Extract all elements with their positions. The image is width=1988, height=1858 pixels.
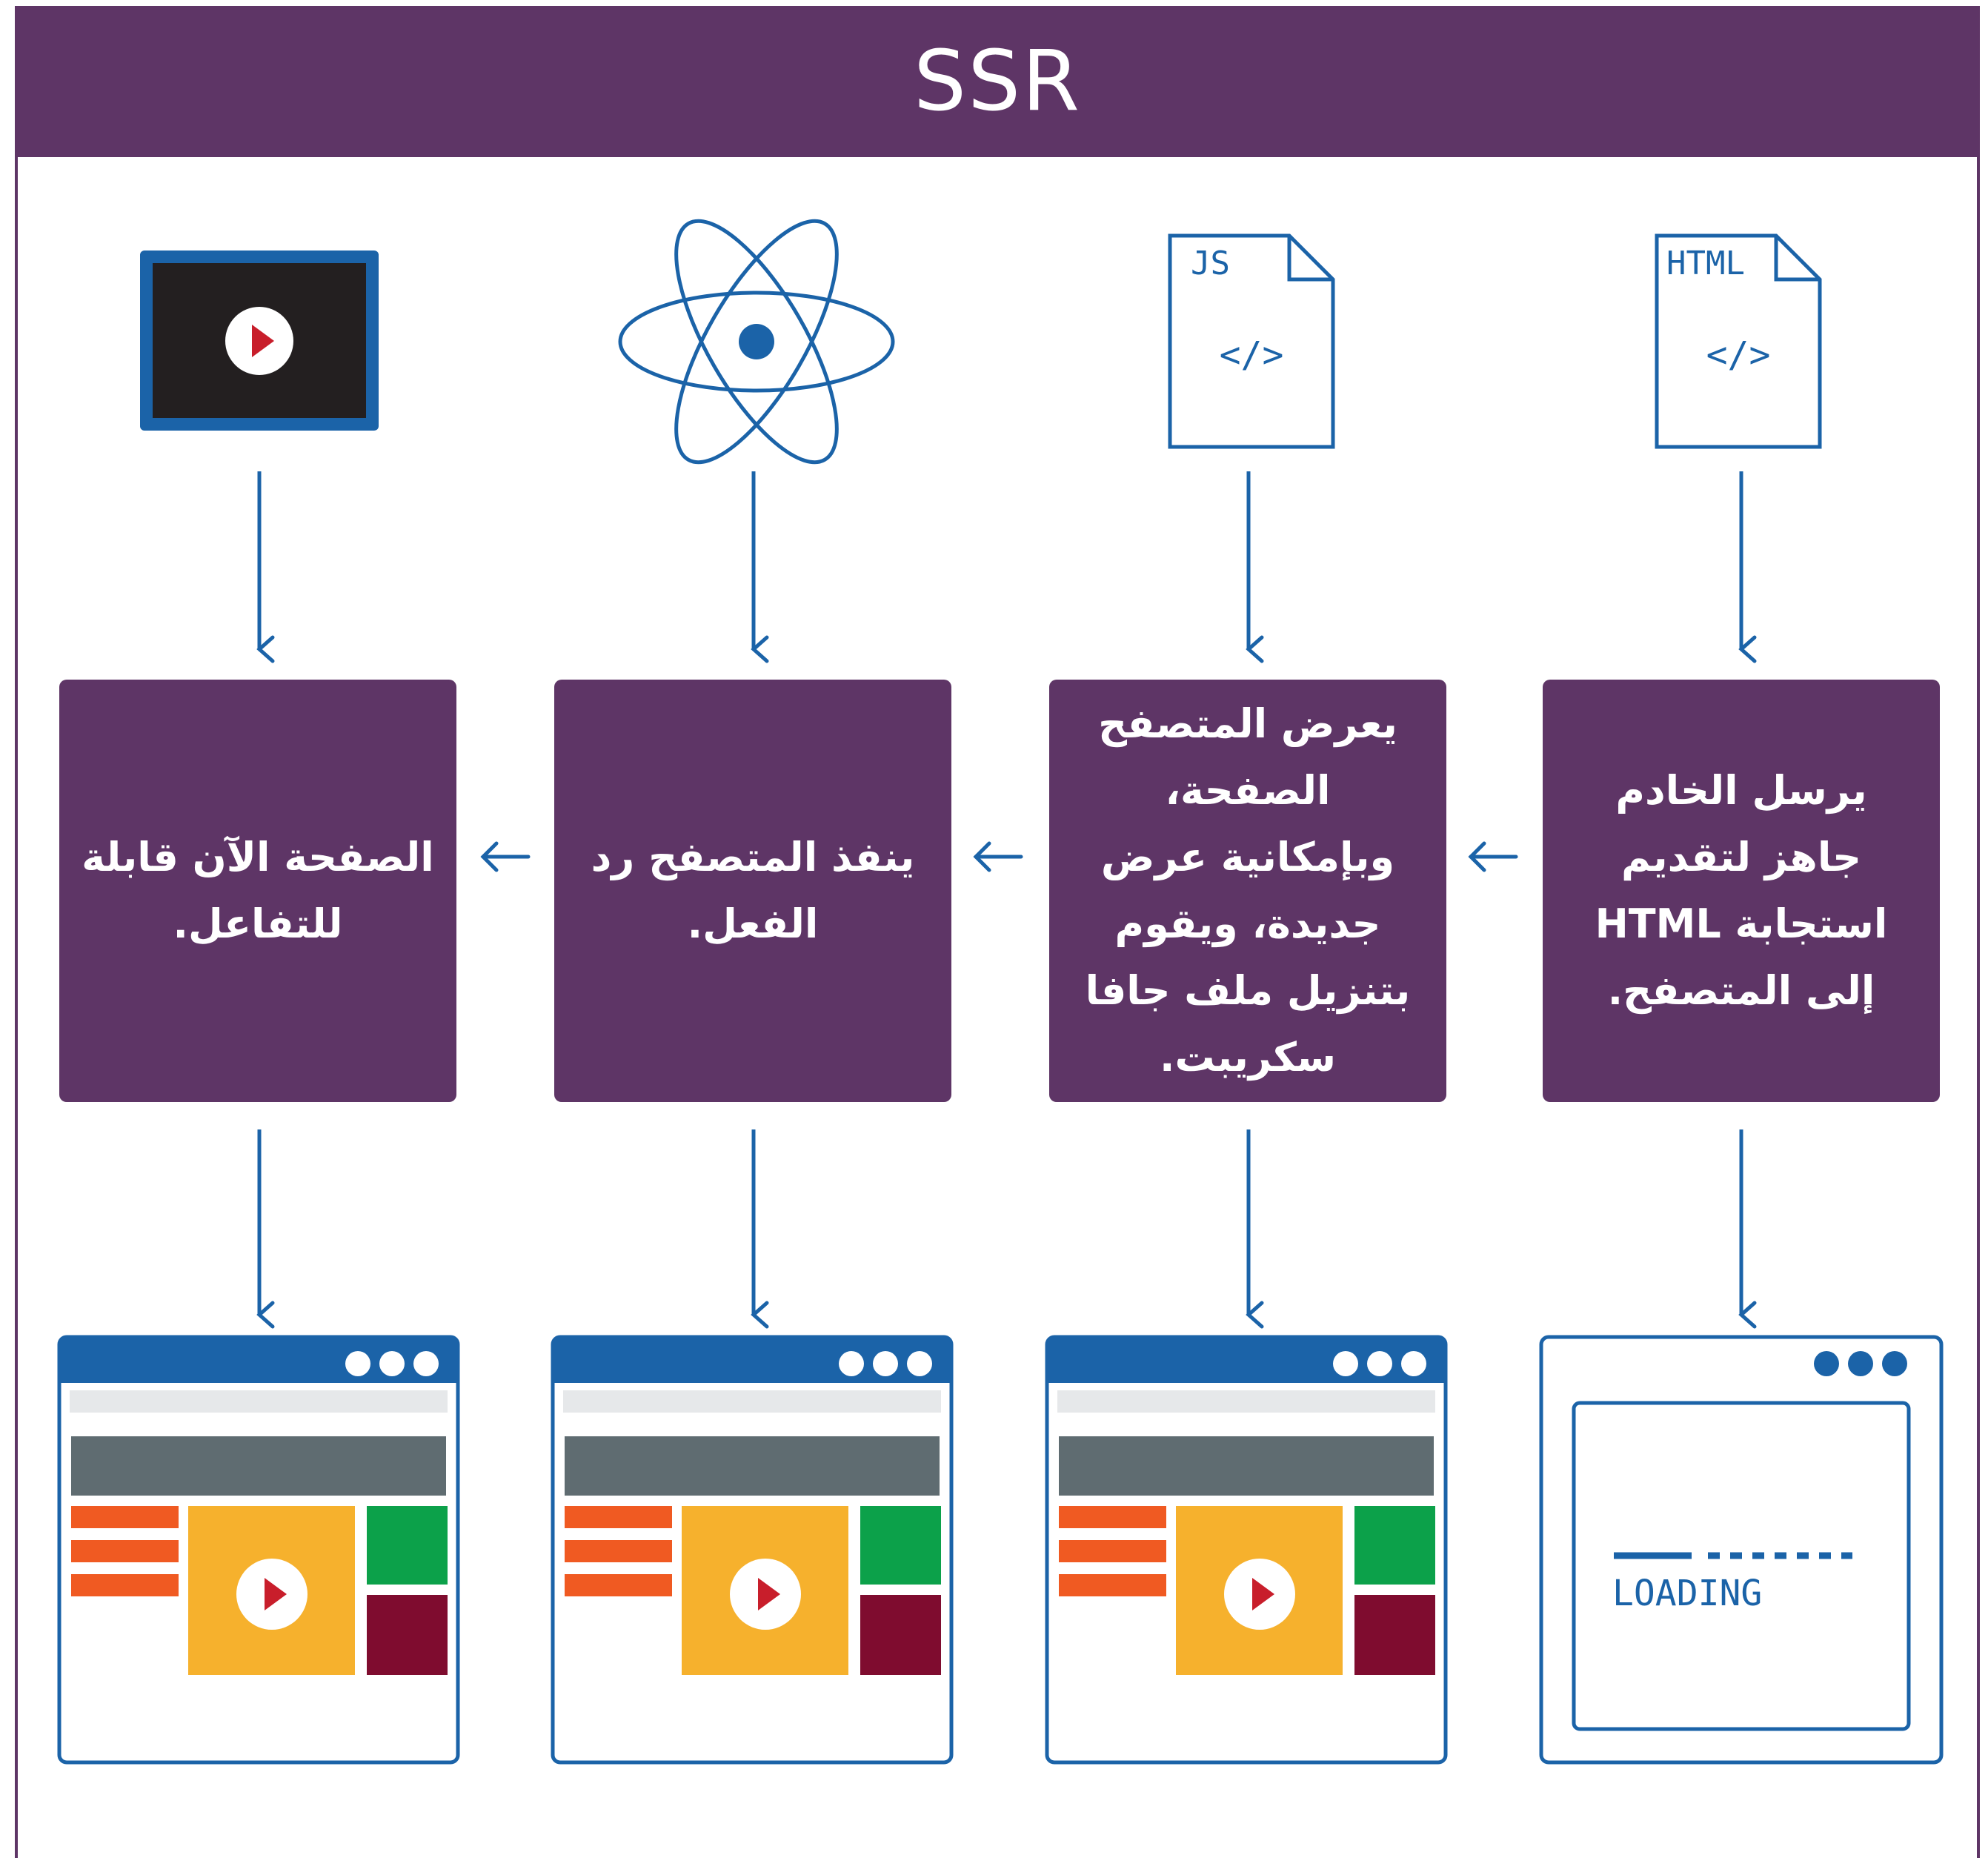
browser-window	[551, 1335, 954, 1765]
step-text-browser-execute: ينفذ المتصفح رد الفعل.	[591, 834, 915, 947]
down-arrows-top	[256, 471, 1757, 663]
loading-label: LOADING	[1612, 1573, 1762, 1614]
window-dot	[1882, 1351, 1907, 1376]
window-dot	[873, 1351, 898, 1376]
down-arrows-bottom	[256, 1129, 1757, 1329]
play-triangle-icon	[758, 1578, 780, 1610]
window-dot	[907, 1351, 932, 1376]
window-dot	[345, 1351, 370, 1376]
js-code-glyph: </>	[1220, 334, 1284, 376]
html-file-label: HTML	[1666, 245, 1745, 282]
maroon-block	[860, 1595, 941, 1675]
arrow-left	[480, 841, 531, 872]
page-header-block	[565, 1436, 940, 1496]
green-block	[367, 1506, 448, 1585]
step-box-server-send: يرسل الخادم جاهز لتقديم استجابة HTML إلى…	[1543, 680, 1940, 1102]
address-bar	[1057, 1390, 1435, 1413]
text-line-block	[565, 1574, 672, 1596]
maroon-block	[367, 1595, 448, 1675]
left-arrows	[480, 841, 1518, 872]
diagram-frame	[15, 6, 1980, 1858]
window-dot	[1401, 1351, 1426, 1376]
window-dot	[413, 1351, 439, 1376]
text-line-block	[1059, 1540, 1166, 1562]
page-header-block	[1059, 1436, 1434, 1496]
step-text-browser-render: يعرض المتصفح الصفحة، وبإمكانية عرض جديدة…	[1085, 700, 1411, 1081]
window-dot	[1333, 1351, 1358, 1376]
address-bar	[70, 1390, 448, 1413]
text-line-block	[565, 1540, 672, 1562]
text-line-block	[71, 1540, 179, 1562]
text-line-block	[1059, 1574, 1166, 1596]
step-box-page-interactive: الصفحة الآن قابلة للتفاعل.	[59, 680, 456, 1102]
html-code-glyph: </>	[1706, 334, 1771, 376]
page-header-block	[71, 1436, 446, 1496]
js-file-icon: JS </>	[1168, 233, 1335, 449]
js-file-label: JS	[1191, 245, 1230, 282]
browser-window	[57, 1335, 460, 1765]
green-block	[1354, 1506, 1435, 1585]
green-block	[860, 1506, 941, 1585]
window-dot	[1814, 1351, 1839, 1376]
react-atom-icon	[618, 219, 895, 465]
step-text-server-send: يرسل الخادم جاهز لتقديم استجابة HTML إلى…	[1595, 767, 1888, 1014]
step-box-browser-execute: ينفذ المتصفح رد الفعل.	[554, 680, 951, 1102]
arrow-left	[1468, 841, 1518, 872]
text-line-block	[1059, 1506, 1166, 1528]
browser-loading: LOADING	[1539, 1335, 1944, 1765]
text-line-block	[565, 1506, 672, 1528]
window-dot	[379, 1351, 405, 1376]
window-dot	[1848, 1351, 1873, 1376]
rendered-browsers	[57, 1335, 1448, 1765]
window-dot	[1367, 1351, 1392, 1376]
window-dot	[839, 1351, 864, 1376]
video-player-icon	[140, 251, 379, 431]
text-line-block	[71, 1506, 179, 1528]
step-box-browser-render: يعرض المتصفح الصفحة، وبإمكانية عرض جديدة…	[1049, 680, 1446, 1102]
diagram-title: SSR	[15, 6, 1980, 157]
address-bar	[563, 1390, 941, 1413]
html-file-icon: HTML </>	[1655, 233, 1822, 449]
maroon-block	[1354, 1595, 1435, 1675]
browser-window	[1045, 1335, 1448, 1765]
step-text-page-interactive: الصفحة الآن قابلة للتفاعل.	[82, 834, 434, 947]
arrow-left	[973, 841, 1023, 872]
play-triangle-icon	[265, 1578, 287, 1610]
play-triangle-icon	[1252, 1578, 1274, 1610]
text-line-block	[71, 1574, 179, 1596]
